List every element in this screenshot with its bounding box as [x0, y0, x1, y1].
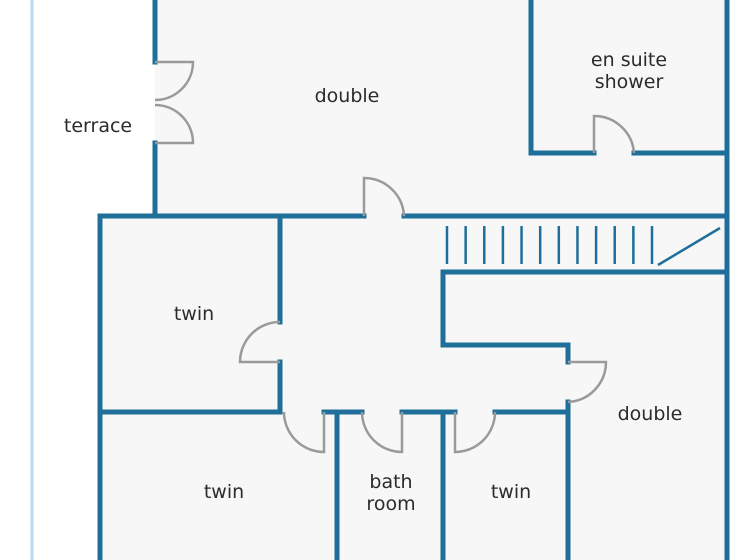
floor-twin-bottom-left — [100, 412, 337, 560]
label-bathroom-line1: bath — [369, 471, 412, 493]
label-bathroom-line2: room — [366, 493, 415, 515]
label-terrace: terrace — [64, 115, 132, 137]
label-twin-bottom-right: twin — [491, 481, 531, 503]
floor-double-right — [568, 272, 727, 560]
label-ensuite-line1: en suite — [591, 49, 667, 71]
door-twin-bottom-left — [282, 411, 326, 454]
door-double-right — [567, 360, 608, 404]
floor-fills — [100, 0, 727, 560]
staircase — [445, 226, 654, 264]
door-twin-bottom-right — [453, 411, 497, 454]
door-terrace-lower — [154, 103, 195, 145]
door-twin-left — [238, 320, 281, 364]
label-ensuite-line2: shower — [595, 71, 664, 93]
stair-arrow-line — [657, 226, 721, 267]
doors — [154, 60, 636, 454]
label-double-top: double — [315, 85, 380, 107]
floor-twin-bottom-right — [443, 412, 568, 560]
door-terrace-upper — [154, 60, 195, 102]
label-double-right: double — [618, 403, 683, 425]
door-double-top — [362, 176, 406, 217]
floor-twin-left — [100, 216, 280, 412]
label-twin-bottom-left: twin — [204, 481, 244, 503]
floor-double-top — [155, 0, 727, 216]
walls — [97, 0, 730, 560]
door-bathroom — [360, 411, 404, 454]
label-twin-left: twin — [174, 303, 214, 325]
floor-bathroom — [337, 412, 443, 560]
door-ensuite — [592, 114, 636, 154]
